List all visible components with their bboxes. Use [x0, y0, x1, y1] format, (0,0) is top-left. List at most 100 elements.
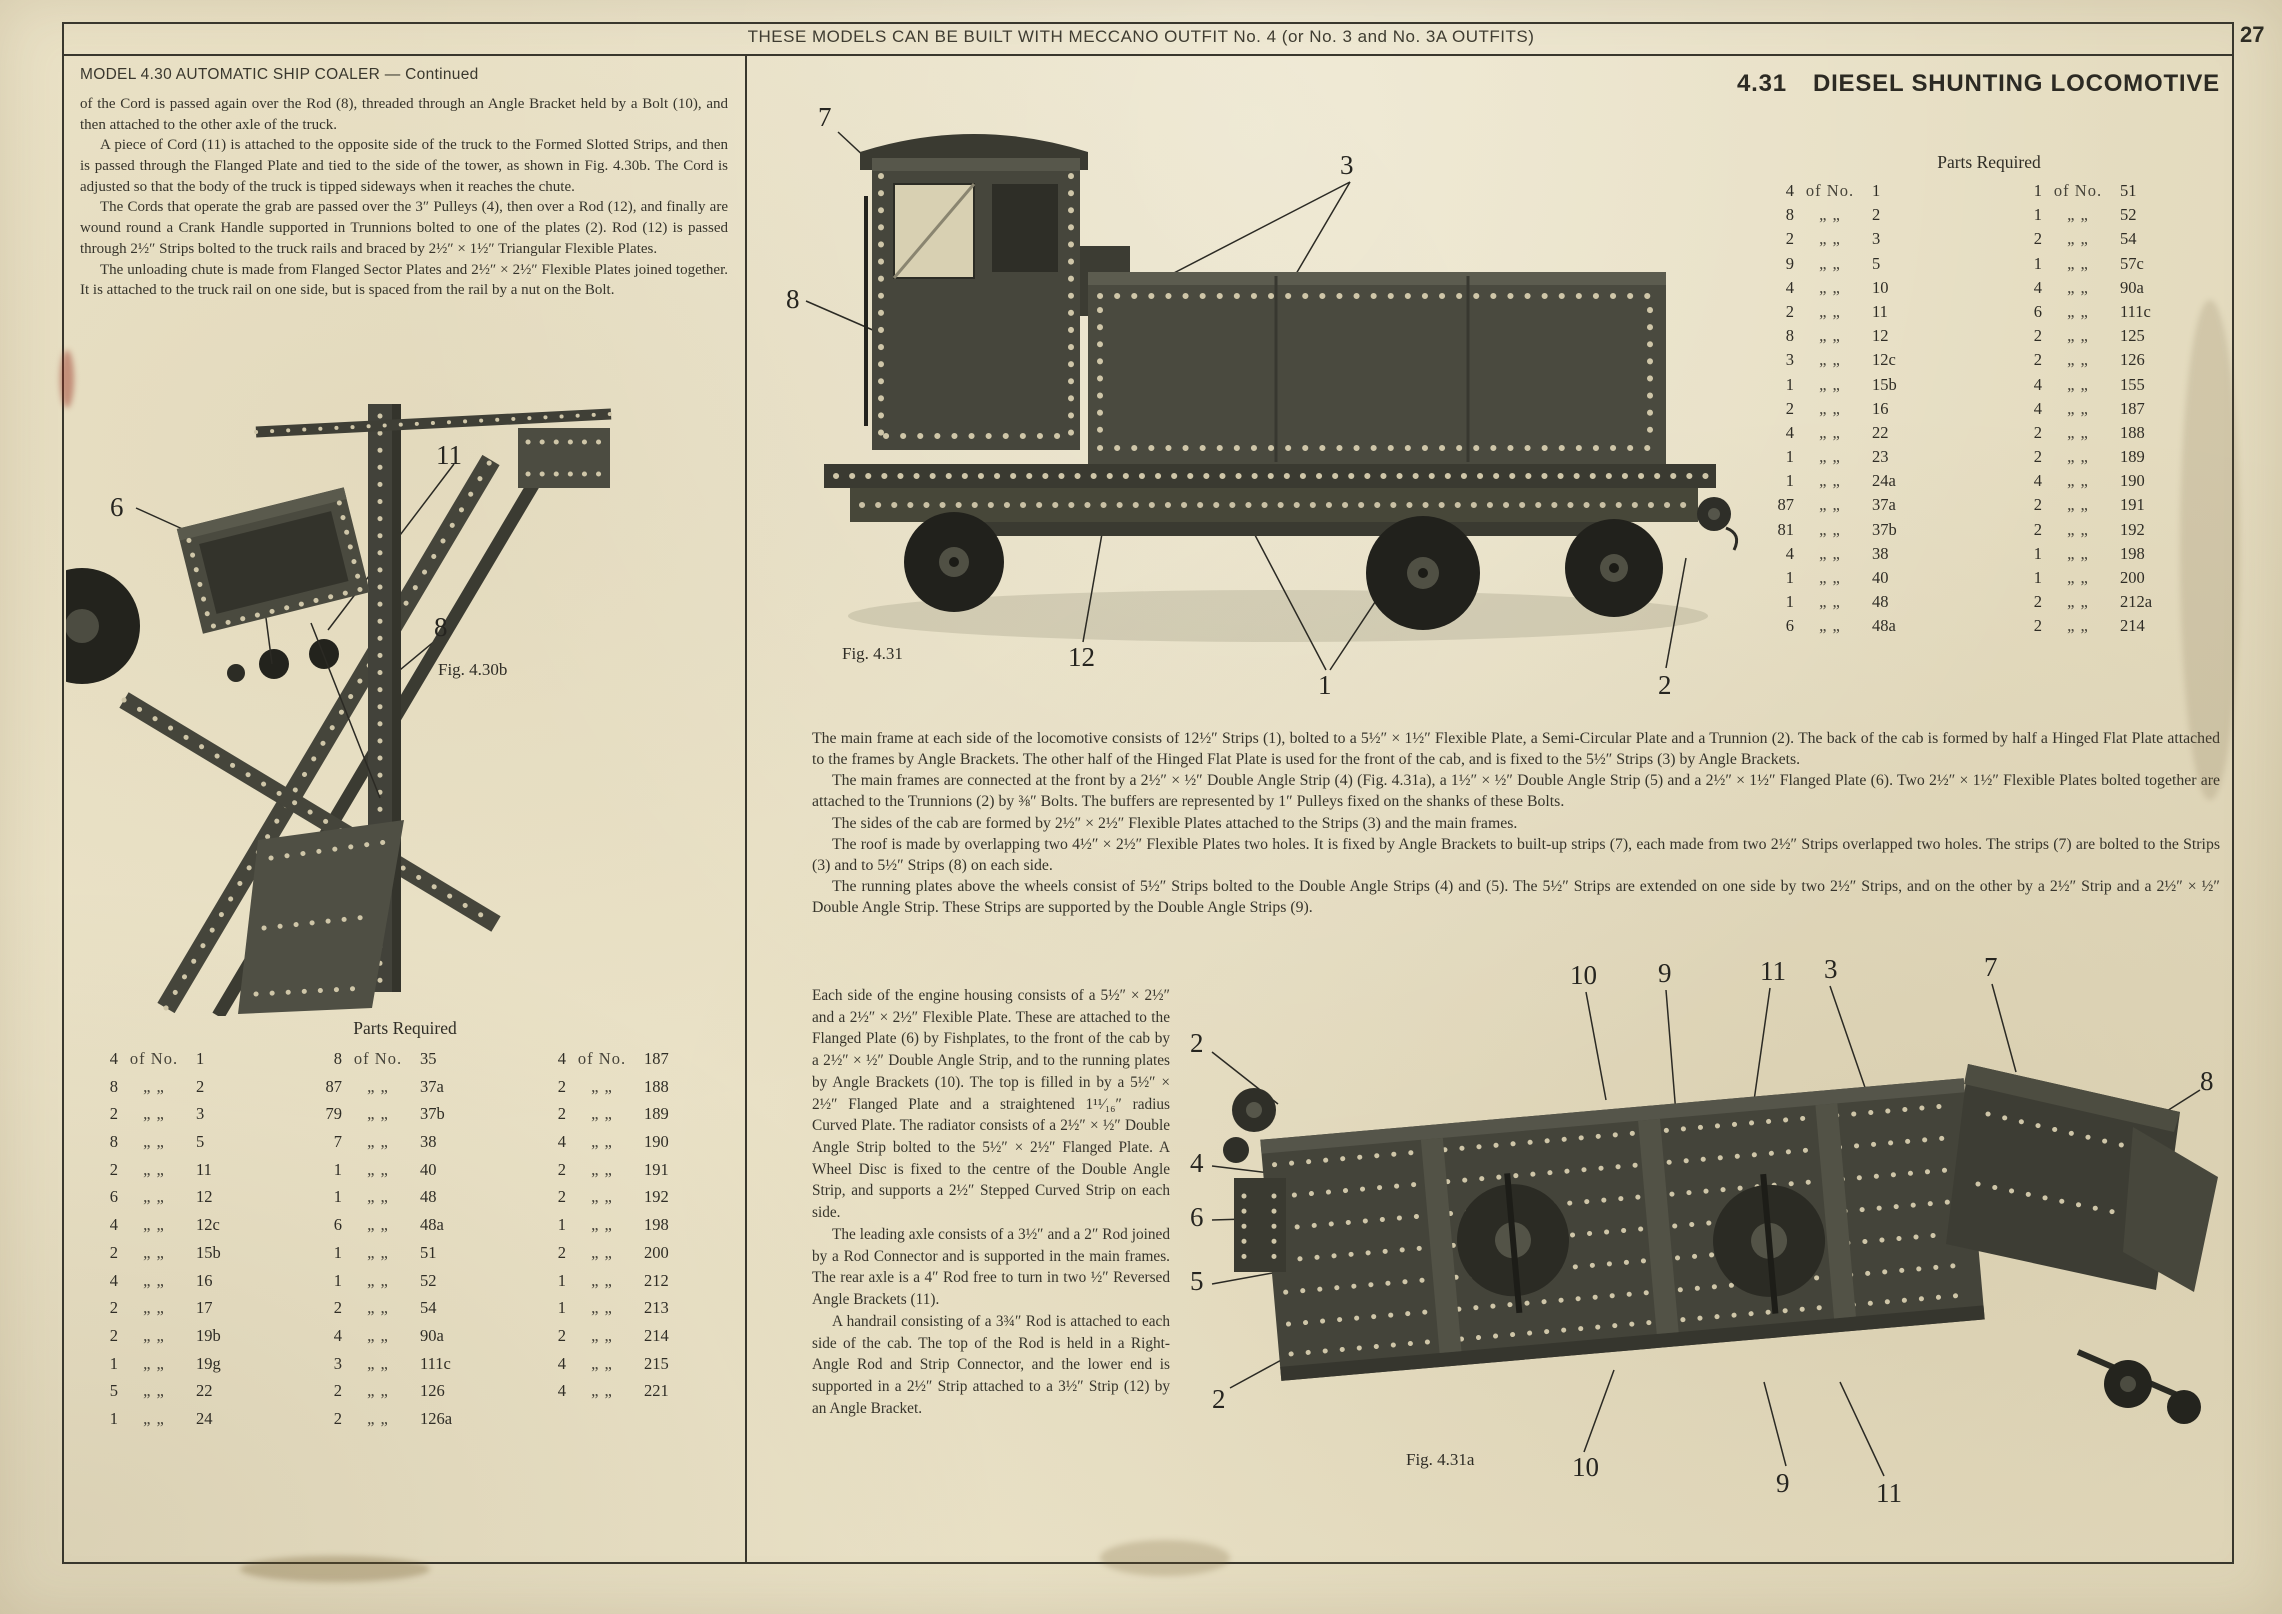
parts-ditto: „ „	[591, 1076, 613, 1096]
parts-row: 2 „ „ 189	[528, 1104, 724, 1132]
parts-number: 48	[420, 1187, 437, 1207]
paragraph: The main frames are connected at the fro…	[812, 772, 2220, 811]
parts-ditto: „ „	[1819, 350, 1841, 370]
parts-row: 4 of No. 1	[80, 1049, 276, 1077]
parts-number: 12c	[1872, 350, 1896, 370]
parts-ditto: „ „	[1819, 422, 1841, 442]
fig-4-31-caption: Fig. 4.31	[842, 644, 903, 663]
page-border-frame	[62, 22, 2234, 1564]
parts-number: 22	[196, 1381, 213, 1401]
parts-ditto: „ „	[591, 1215, 613, 1235]
parts-row: 2 „ „ 191	[528, 1160, 724, 1188]
parts-qty: 2	[2033, 350, 2042, 370]
callout-8-right: 8	[2200, 1066, 2214, 1096]
parts-qty: 2	[1785, 398, 1794, 418]
parts-number: 200	[644, 1242, 669, 1262]
parts-row: 1 „ „ 23	[1756, 447, 1968, 471]
callout-5: 5	[1190, 1266, 1204, 1296]
parts-row: 87 „ „ 37a	[304, 1077, 500, 1105]
parts-number: 52	[2120, 205, 2137, 225]
parts-qty: 87	[1777, 495, 1795, 515]
parts-row: 2 „ „ 11	[80, 1160, 276, 1188]
parts-number: 212	[644, 1270, 669, 1290]
parts-qty: 4	[557, 1353, 566, 1373]
parts-ditto: „ „	[143, 1325, 165, 1345]
parts-qty: 5	[109, 1381, 118, 1401]
page-number: 27	[2240, 22, 2265, 47]
loco-parts-columns: 4 of No. 1 8 „ „ 2 2 „ „ 3 9 „ „ 5 4	[1756, 181, 2222, 641]
parts-row: 1 „ „ 15b	[1756, 375, 1968, 399]
fig-4-31a-photo	[1211, 983, 2218, 1477]
parts-number: 2	[196, 1076, 205, 1096]
parts-number: 3	[1872, 229, 1881, 249]
parts-row: 1 „ „ 40	[1756, 568, 1968, 592]
parts-ditto: „ „	[1819, 326, 1841, 346]
parts-number: 188	[644, 1076, 669, 1096]
parts-row: 4 „ „ 187	[2004, 399, 2216, 423]
parts-qty: 8	[333, 1049, 342, 1068]
parts-ditto: of No.	[577, 1049, 627, 1068]
parts-number: 200	[2120, 568, 2145, 587]
parts-row: 2 „ „ 188	[2004, 423, 2216, 447]
parts-row: 2 „ „ 125	[2004, 326, 2216, 350]
parts-row: 2 „ „ 3	[1756, 229, 1968, 253]
parts-qty: 2	[557, 1076, 566, 1096]
parts-qty: 2	[2033, 616, 2042, 636]
paragraph: The unloading chute is made from Flanged…	[80, 261, 728, 299]
parts-qty: 1	[557, 1215, 566, 1235]
parts-row: 4 „ „ 12c	[80, 1215, 276, 1243]
parts-row: 1 „ „ 24	[80, 1409, 276, 1437]
parts-number: 37b	[1872, 519, 1897, 539]
fig-4-30b-photo	[66, 404, 613, 1016]
parts-number: 187	[2120, 398, 2145, 418]
parts-number: 23	[1872, 447, 1889, 467]
parts-number: 48a	[1872, 616, 1896, 636]
parts-number: 19g	[196, 1353, 221, 1373]
callout-6: 6	[110, 492, 124, 522]
fig-4-31-photo	[805, 131, 1739, 671]
parts-qty: 2	[2033, 519, 2042, 539]
parts-row: 8 „ „ 2	[1756, 205, 1968, 229]
callout-1: 1	[1318, 670, 1332, 700]
paragraph: The Cords that operate the grab are pass…	[80, 199, 728, 257]
parts-ditto: „ „	[591, 1381, 613, 1401]
parts-row: 1 „ „ 51	[304, 1243, 500, 1271]
parts-qty: 4	[2033, 398, 2042, 418]
parts-qty: 4	[1785, 277, 1794, 297]
parts-number: 54	[2120, 229, 2137, 249]
parts-row: 4 „ „ 90a	[304, 1326, 500, 1354]
parts-qty: 2	[109, 1104, 118, 1124]
parts-qty: 1	[2033, 568, 2042, 587]
parts-qty: 2	[1785, 229, 1794, 249]
parts-row: 2 „ „ 192	[528, 1187, 724, 1215]
fig-4-30b-caption: Fig. 4.30b	[438, 660, 508, 679]
parts-row: 6 „ „ 48a	[1756, 616, 1968, 640]
parts-qty: 1	[333, 1159, 342, 1179]
parts-ditto: „ „	[143, 1104, 165, 1124]
parts-ditto: „ „	[367, 1325, 389, 1345]
parts-qty: 2	[557, 1159, 566, 1179]
parts-qty: 2	[1785, 301, 1794, 321]
parts-row: 2 „ „ 54	[304, 1298, 500, 1326]
callout-2-lower: 2	[1212, 1384, 1226, 1414]
parts-number: 111c	[420, 1353, 451, 1373]
parts-ditto: „ „	[2067, 495, 2089, 515]
parts-row: 1 „ „ 52	[304, 1271, 500, 1299]
coaler-parts-col-2: 8 of No. 35 87 „ „ 37a 79 „ „ 37b 7 „ „ …	[304, 1049, 500, 1437]
parts-ditto: „ „	[143, 1408, 165, 1428]
parts-qty: 7	[333, 1132, 342, 1152]
parts-number: 126a	[420, 1408, 453, 1428]
parts-number: 51	[420, 1242, 437, 1262]
parts-number: 215	[644, 1353, 669, 1373]
parts-qty: 8	[1785, 326, 1794, 346]
parts-qty: 2	[333, 1298, 342, 1318]
coaler-parts-title: Parts Required	[353, 1018, 457, 1038]
parts-row: 1 „ „ 200	[2004, 568, 2216, 592]
parts-ditto: „ „	[2067, 205, 2089, 225]
callout-11-top: 11	[1760, 956, 1786, 986]
parts-number: 155	[2120, 374, 2145, 394]
parts-row: 2 „ „ 188	[528, 1077, 724, 1105]
parts-ditto: „ „	[1819, 592, 1841, 612]
parts-row: 2 „ „ 192	[2004, 520, 2216, 544]
